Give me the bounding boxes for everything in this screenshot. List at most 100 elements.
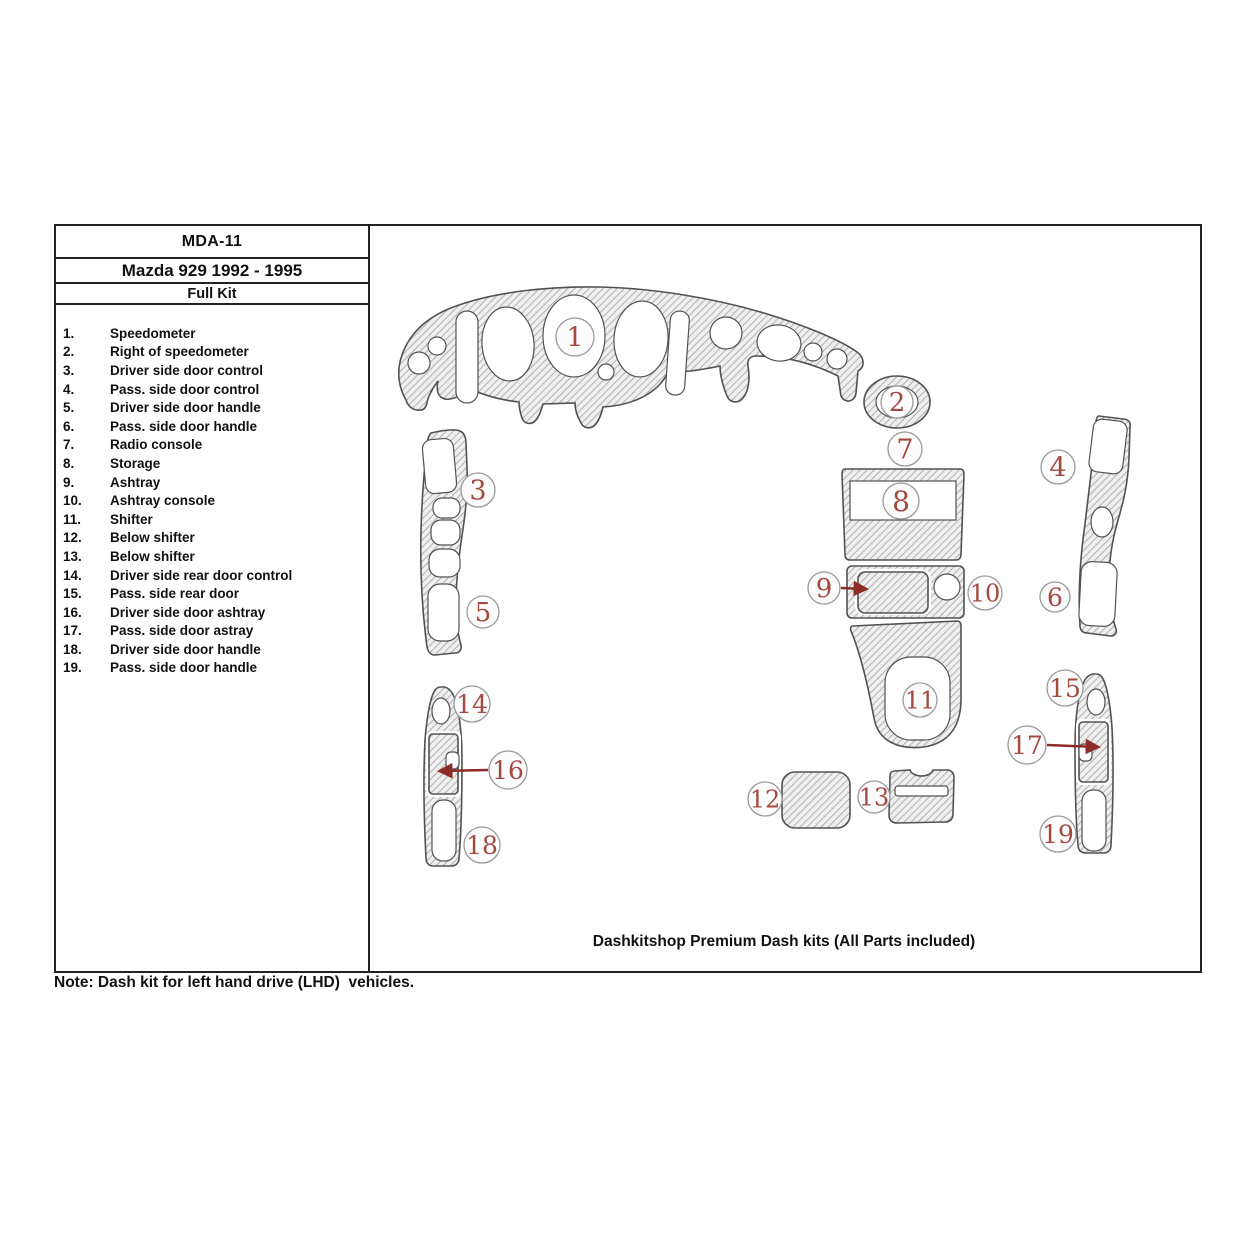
- vehicle-header: Mazda 929 1992 - 1995: [56, 259, 368, 284]
- svg-text:2: 2: [889, 388, 906, 418]
- dash-kit-diagram: 1 2 3 4 5 6 7 8 9 10 11 12 13 14 15 16 1…: [397, 286, 1131, 867]
- part-list-item: 12. Below shifter: [56, 529, 368, 548]
- part-4-6-pass-door-panel-shape: [1078, 415, 1131, 637]
- part-label: Driver side door control: [110, 362, 264, 378]
- arrow-to-part-17: [1046, 738, 1102, 755]
- callout-8: 8: [882, 482, 920, 520]
- part-number: 16.: [63, 604, 82, 620]
- part-number: 19.: [63, 660, 82, 676]
- svg-text:14: 14: [456, 690, 488, 719]
- part-list-item: 9.Ashtray: [56, 473, 368, 492]
- part-code-header: MDA-11: [56, 226, 368, 259]
- callout-1: 1: [555, 317, 595, 357]
- callout-9: 9: [807, 571, 841, 605]
- callout-4: 4: [1040, 449, 1076, 485]
- part-list-item: 13. Below shifter: [56, 547, 368, 566]
- svg-text:17: 17: [1011, 731, 1043, 760]
- part-number: 18.: [63, 641, 82, 657]
- kit-type-header: Full Kit: [56, 284, 368, 305]
- svg-text:12: 12: [750, 785, 781, 813]
- part-3-5-driver-door-panel-shape: [419, 429, 469, 656]
- svg-text:7: 7: [896, 434, 913, 465]
- part-label: Speedometer: [110, 325, 196, 341]
- part-list-item: 15.Pass. side rear door: [56, 584, 368, 603]
- part-label: Pass. side door astray: [110, 623, 254, 639]
- callout-5: 5: [466, 595, 500, 629]
- lhd-note: Note: Dash kit for left hand drive (LHD)…: [54, 974, 415, 991]
- callout-2: 2: [880, 385, 914, 419]
- svg-text:8: 8: [892, 485, 910, 518]
- part-1-dashboard-shape: [397, 286, 864, 429]
- part-number: 13.: [63, 548, 82, 564]
- part-list-item: 8.Storage: [56, 454, 368, 473]
- parts-list-column: MDA-11 Mazda 929 1992 - 1995 Full Kit 1.…: [56, 226, 370, 971]
- part-label: Driver side door handle: [110, 641, 261, 657]
- part-list-item: 16. Driver side door ashtray: [56, 603, 368, 622]
- part-label: Driver side rear door control: [110, 567, 293, 583]
- part-list-item: 3. Driver side door control: [56, 361, 368, 380]
- part-label: Pass. side door control: [110, 381, 260, 397]
- part-list-item: 19. Pass. side door handle: [56, 659, 368, 678]
- part-13-below-shifter-shape: [888, 769, 955, 824]
- callout-16: 16: [488, 750, 528, 790]
- callout-14: 14: [453, 685, 491, 723]
- arrow-to-part-9: [840, 580, 870, 597]
- part-number: 3.: [63, 362, 75, 378]
- part-label: Radio console: [110, 437, 203, 453]
- part-11-shifter-shape: [849, 620, 962, 749]
- svg-text:11: 11: [905, 686, 936, 714]
- part-number: 7.: [63, 437, 75, 453]
- diagram-caption: Dashkitshop Premium Dash kits (All Parts…: [592, 933, 976, 950]
- svg-text:13: 13: [859, 783, 890, 811]
- part-label: Shifter: [110, 511, 153, 527]
- callout-15: 15: [1046, 669, 1084, 707]
- part-label: Pass. side door handle: [110, 418, 258, 434]
- svg-text:5: 5: [475, 598, 492, 628]
- part-list-item: 2.Right of speedometer: [56, 343, 368, 362]
- svg-text:9: 9: [816, 574, 833, 604]
- svg-text:18: 18: [466, 831, 498, 860]
- part-list-item: 4.Pass. side door control: [56, 380, 368, 399]
- part-list-item: 7. Radio console: [56, 436, 368, 455]
- callout-11: 11: [902, 682, 938, 718]
- part-number: 10.: [63, 493, 82, 509]
- parts-list: 1. Speedometer 2.Right of speedometer 3. D…: [56, 324, 368, 677]
- part-label: Ashtray: [110, 474, 161, 490]
- callout-12: 12: [747, 781, 783, 817]
- callout-13: 13: [857, 780, 891, 814]
- part-list-item: 6. Pass. side door handle: [56, 417, 368, 436]
- part-label: Driver side door ashtray: [110, 604, 266, 620]
- svg-text:10: 10: [970, 579, 1001, 607]
- svg-text:1: 1: [566, 322, 583, 353]
- part-label: Pass. side door handle: [110, 660, 258, 676]
- part-number: 15.: [63, 586, 82, 602]
- callout-3: 3: [460, 472, 496, 508]
- svg-text:3: 3: [469, 475, 486, 506]
- part-list-item: 11.Shifter: [56, 510, 368, 529]
- part-number: 6.: [63, 418, 75, 434]
- part-list-item: 18. Driver side door handle: [56, 640, 368, 659]
- part-list-item: 14. Driver side rear door control: [56, 566, 368, 585]
- part-list-item: 5.Driver side door handle: [56, 398, 368, 417]
- callout-17: 17: [1007, 725, 1047, 765]
- part-number: 5.: [63, 400, 75, 416]
- part-number: 12.: [63, 530, 82, 546]
- callout-6: 6: [1039, 581, 1071, 613]
- part-9-10-ashtray-console-shape: [846, 565, 965, 619]
- part-list-item: 1. Speedometer: [56, 324, 368, 343]
- part-label: Below shifter: [110, 548, 195, 564]
- part-list-item: 10.Ashtray console: [56, 491, 368, 510]
- callout-7: 7: [887, 431, 923, 467]
- part-15-17-19-pass-rear-door-shape: [1074, 673, 1114, 854]
- part-list-item: 17. Pass. side door astray: [56, 622, 368, 641]
- svg-text:4: 4: [1049, 452, 1066, 483]
- part-number: 8.: [63, 455, 75, 471]
- part-label: Below shifter: [110, 530, 195, 546]
- part-number: 17.: [63, 623, 82, 639]
- svg-text:16: 16: [492, 756, 524, 785]
- callout-18: 18: [463, 826, 501, 864]
- svg-text:15: 15: [1049, 674, 1081, 703]
- part-number: 1.: [63, 325, 75, 341]
- part-number: 14.: [63, 567, 82, 583]
